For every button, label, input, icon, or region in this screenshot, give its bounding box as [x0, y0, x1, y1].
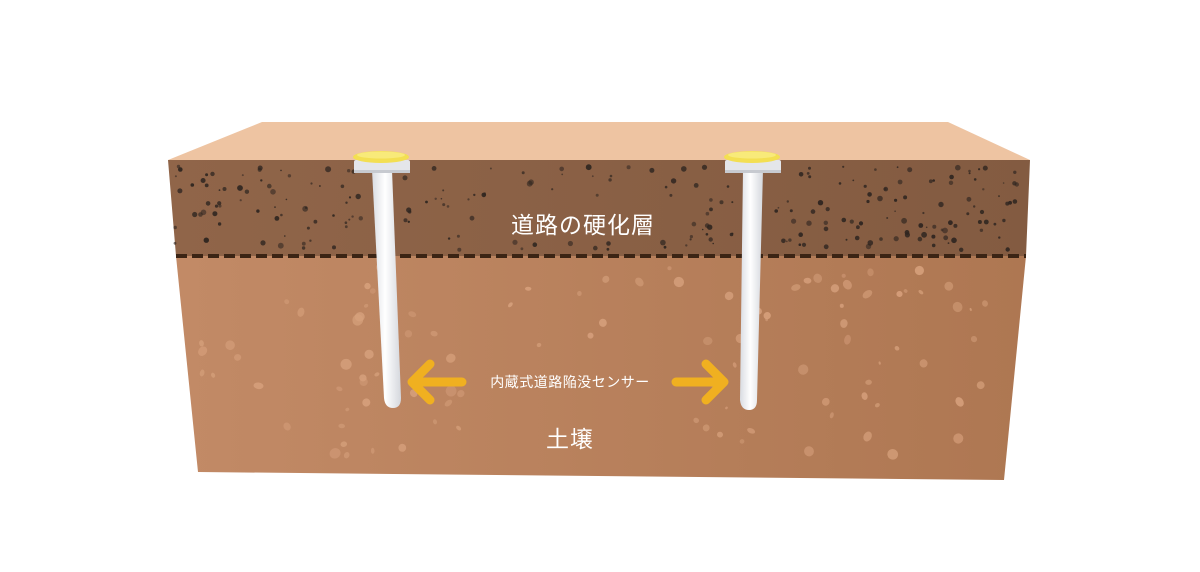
sensor-right — [724, 151, 781, 410]
sensor-right-flange-shadow — [725, 170, 781, 173]
sensor-left — [353, 151, 410, 408]
sensor-left-flange — [354, 160, 410, 172]
soil-label: 土壌 — [546, 427, 594, 453]
hardened-layer-label: 道路の硬化層 — [511, 213, 655, 239]
sensor-right-cap-highlight — [728, 151, 776, 159]
sensor-left-flange-shadow — [354, 170, 410, 173]
sensor-left-pipe — [372, 170, 401, 408]
arrow-left-icon — [407, 359, 467, 405]
road-surface-top-face — [168, 122, 1030, 160]
sensor-left-cap-highlight — [357, 151, 405, 159]
arrow-right-icon — [671, 359, 729, 405]
gravel-speckles — [173, 164, 1019, 252]
sensor-right-flange — [725, 160, 781, 172]
sensor-label: 内蔵式道路陥没センサー — [490, 375, 650, 391]
sensor-right-pipe — [740, 170, 763, 410]
soil-particles — [198, 261, 988, 460]
